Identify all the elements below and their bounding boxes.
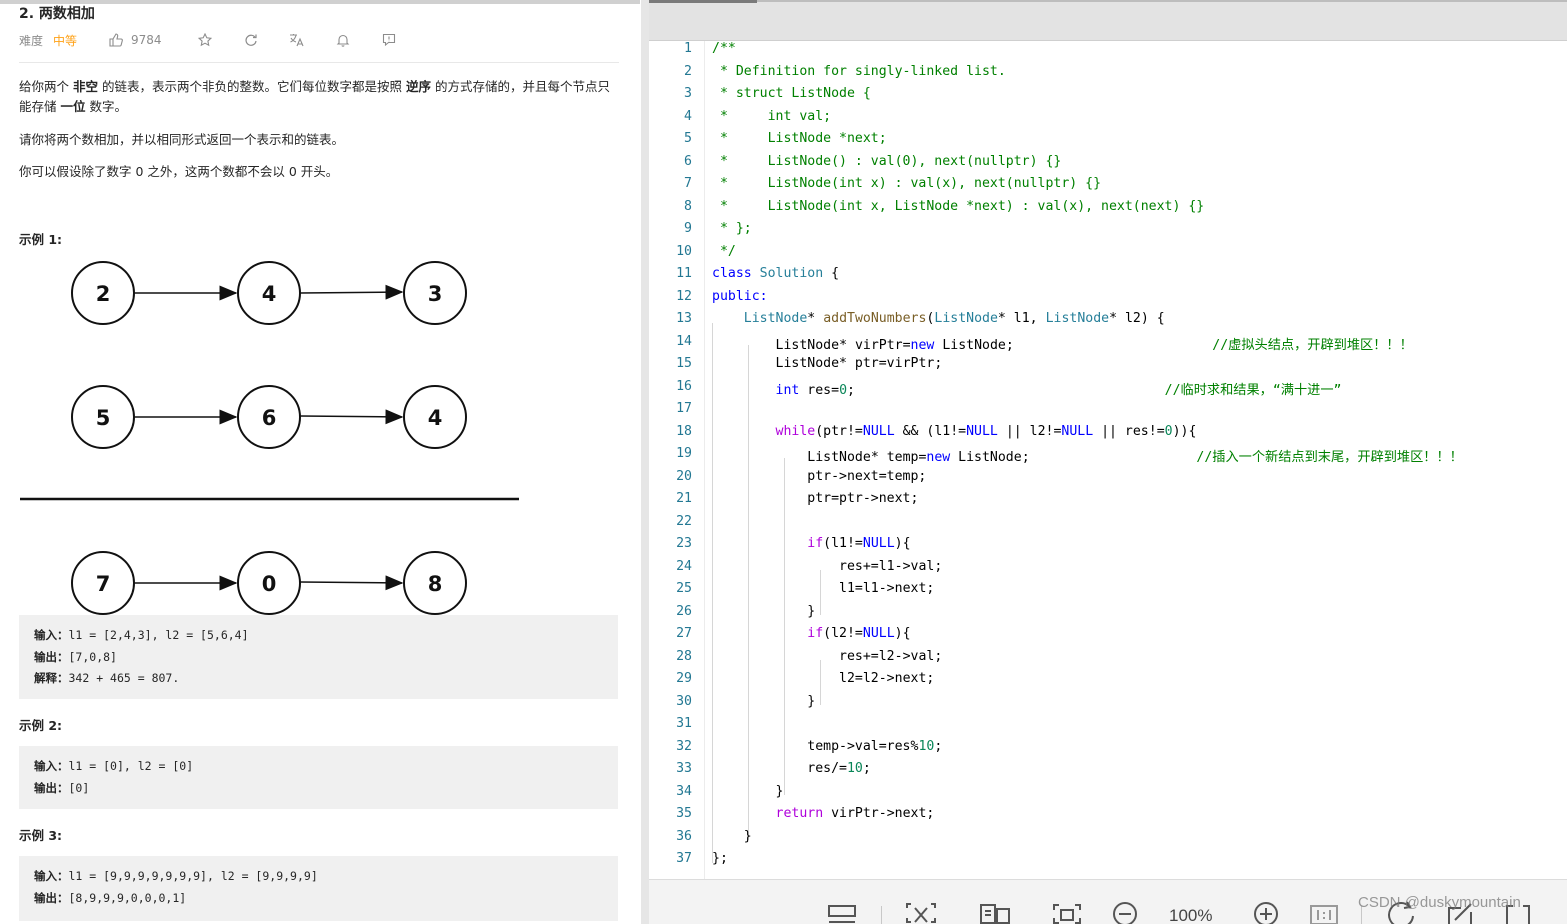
svg-text:7: 7 xyxy=(96,572,111,596)
zoom-level: 100% xyxy=(1169,906,1213,924)
edit-icon[interactable] xyxy=(1445,900,1475,924)
layout-icon[interactable] xyxy=(827,900,857,924)
difficulty-badge: 中等 xyxy=(53,33,78,48)
share-icon[interactable] xyxy=(242,31,260,49)
list-node: 6 xyxy=(237,385,301,449)
bell-icon[interactable] xyxy=(334,31,352,49)
svg-text:4: 4 xyxy=(428,406,443,430)
description-paragraph-1: 给你两个 非空 的链表，表示两个非负的整数。它们每位数字都是按照 逆序 的方式存… xyxy=(19,79,610,114)
example-2-io: 输入：l1 = [0], l2 = [0] 输出：[0] xyxy=(19,746,618,809)
difficulty-label: 难度 xyxy=(19,33,44,48)
text-select-icon[interactable] xyxy=(905,900,937,924)
code-editor[interactable]: 1/** 2 * Definition for singly-linked li… xyxy=(649,41,1567,879)
svg-text:8: 8 xyxy=(428,572,443,596)
watermark: CSDN @duskymountain xyxy=(1358,894,1521,911)
fullscreen-icon[interactable] xyxy=(1503,900,1533,924)
list-node: 5 xyxy=(71,385,135,449)
crop-icon[interactable] xyxy=(1052,900,1082,924)
thumbs-up-icon[interactable] xyxy=(107,31,125,49)
editor-header xyxy=(649,0,1567,41)
list-node: 8 xyxy=(403,551,467,615)
description-paragraph-2: 请你将两个数相加，并以相同形式返回一个表示和的链表。 xyxy=(19,132,345,147)
list-node: 4 xyxy=(237,261,301,325)
translate-icon[interactable] xyxy=(288,31,306,49)
linked-list-diagram: 2 4 3 5 6 4 7 0 8 xyxy=(20,261,519,615)
star-icon[interactable] xyxy=(196,31,214,49)
panel-splitter[interactable] xyxy=(641,0,649,924)
zoom-out-icon[interactable] xyxy=(1111,900,1139,924)
example-2-label: 示例 2: xyxy=(19,718,63,733)
svg-text:0: 0 xyxy=(262,572,277,596)
code-editor-panel: 1/** 2 * Definition for singly-linked li… xyxy=(649,0,1567,924)
example-1-label: 示例 1: xyxy=(19,232,63,247)
like-count: 9784 xyxy=(131,33,162,47)
example-1-io: 输入：l1 = [2,4,3], l2 = [5,6,4] 输出：[7,0,8]… xyxy=(19,615,618,699)
svg-text:4: 4 xyxy=(262,282,277,306)
list-node: 3 xyxy=(403,261,467,325)
problem-meta-bar: 难度 中等 9784 xyxy=(19,31,426,49)
divider xyxy=(19,62,619,63)
top-strip xyxy=(0,0,640,4)
problem-title: 2. 两数相加 xyxy=(19,6,95,22)
zoom-in-icon[interactable] xyxy=(1252,900,1280,924)
list-node: 0 xyxy=(237,551,301,615)
svg-text:5: 5 xyxy=(96,406,111,430)
description-paragraph-3: 你可以假设除了数字 0 之外，这两个数都不会以 0 开头。 xyxy=(19,164,339,179)
svg-text:6: 6 xyxy=(262,406,277,430)
feedback-icon[interactable] xyxy=(380,31,398,49)
actual-size-icon[interactable] xyxy=(1309,900,1339,924)
list-node: 4 xyxy=(403,385,467,449)
example-3-label: 示例 3: xyxy=(19,828,63,843)
svg-text:2: 2 xyxy=(96,282,111,306)
translate-doc-icon[interactable] xyxy=(979,900,1011,924)
problem-panel: 2. 两数相加 难度 中等 9784 给你两个 非空 的链表，表示两个非负的整数… xyxy=(0,0,640,924)
list-node: 7 xyxy=(71,551,135,615)
example-3-io: 输入：l1 = [9,9,9,9,9,9,9], l2 = [9,9,9,9] … xyxy=(19,856,618,921)
viewer-toolbar: 100% xyxy=(649,879,1567,924)
list-node: 2 xyxy=(71,261,135,325)
svg-text:3: 3 xyxy=(428,282,443,306)
